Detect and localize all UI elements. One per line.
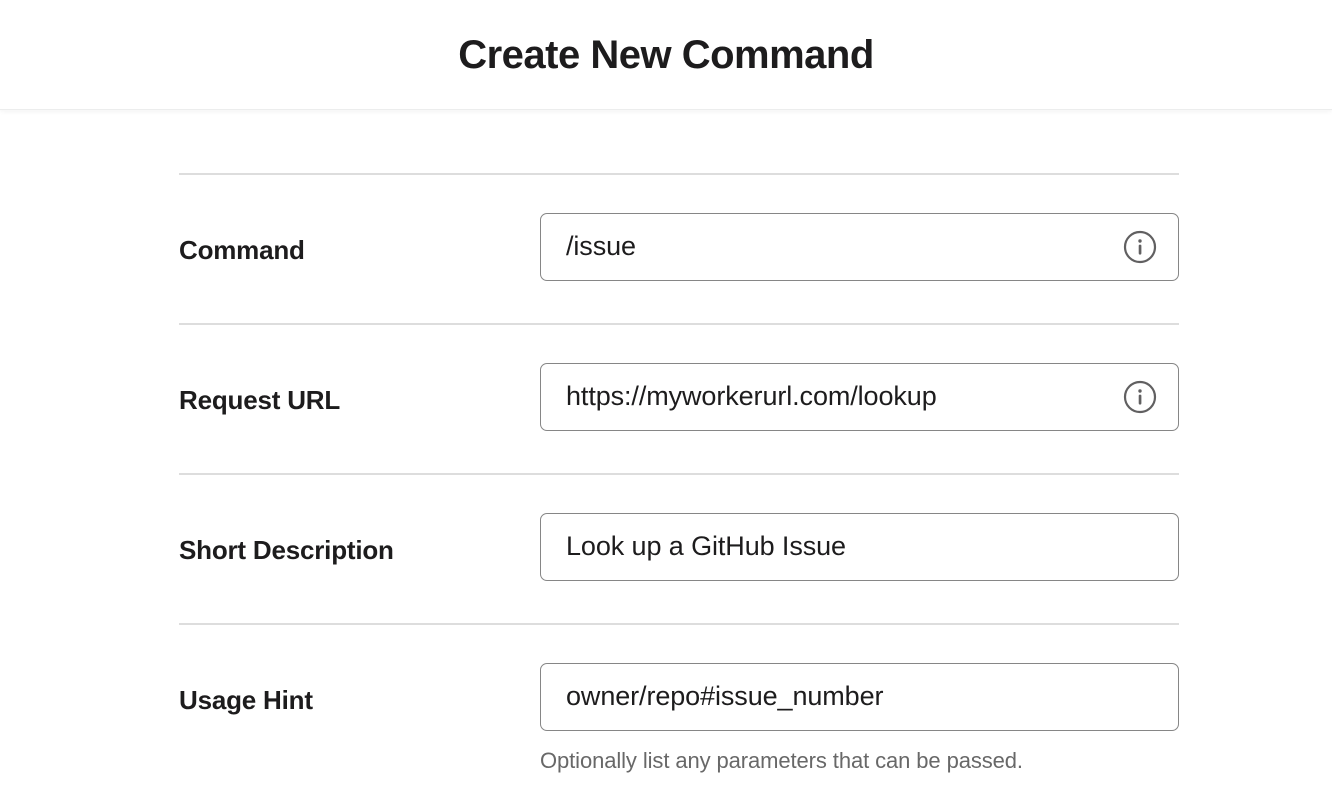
short-description-input-value[interactable]: Look up a GitHub Issue bbox=[566, 532, 846, 562]
field-row-request-url: Request URL https://myworkerurl.com/look… bbox=[179, 363, 1179, 431]
field-control-cell-short-description: Look up a GitHub Issue bbox=[540, 513, 1179, 581]
usage-hint-input-value[interactable]: owner/repo#issue_number bbox=[566, 682, 884, 712]
field-label-cell-request-url: Request URL bbox=[179, 363, 540, 416]
field-label-cell-command: Command bbox=[179, 213, 540, 266]
field-label-cell-short-description: Short Description bbox=[179, 513, 540, 566]
info-circle-icon[interactable] bbox=[1123, 230, 1157, 264]
command-input-value[interactable]: /issue bbox=[566, 232, 636, 262]
field-row-command: Command /issue bbox=[179, 213, 1179, 281]
request-url-input[interactable]: https://myworkerurl.com/lookup bbox=[540, 363, 1179, 431]
request-url-input-value[interactable]: https://myworkerurl.com/lookup bbox=[566, 382, 937, 412]
divider-after-command bbox=[179, 323, 1179, 325]
divider-after-request-url bbox=[179, 473, 1179, 475]
field-label-request-url: Request URL bbox=[179, 385, 341, 415]
field-label-cell-usage-hint: Usage Hint bbox=[179, 663, 540, 716]
usage-hint-input[interactable]: owner/repo#issue_number bbox=[540, 663, 1179, 731]
divider-top bbox=[179, 173, 1179, 175]
field-label-command: Command bbox=[179, 235, 305, 265]
modal-header: Create New Command bbox=[0, 0, 1332, 110]
divider-after-short-description bbox=[179, 623, 1179, 625]
modal-body: Command /issue bbox=[0, 110, 1332, 810]
field-control-cell-usage-hint: owner/repo#issue_number Optionally list … bbox=[540, 663, 1179, 774]
field-label-short-description: Short Description bbox=[179, 535, 394, 565]
field-control-cell-request-url: https://myworkerurl.com/lookup bbox=[540, 363, 1179, 431]
short-description-input[interactable]: Look up a GitHub Issue bbox=[540, 513, 1179, 581]
field-row-usage-hint: Usage Hint owner/repo#issue_number Optio… bbox=[179, 663, 1179, 774]
command-input[interactable]: /issue bbox=[540, 213, 1179, 281]
info-circle-icon[interactable] bbox=[1123, 380, 1157, 414]
command-form: Command /issue bbox=[179, 173, 1179, 774]
field-label-usage-hint: Usage Hint bbox=[179, 685, 313, 715]
page-title: Create New Command bbox=[458, 32, 874, 77]
usage-hint-helper-text: Optionally list any parameters that can … bbox=[540, 748, 1023, 773]
field-control-cell-command: /issue bbox=[540, 213, 1179, 281]
field-row-short-description: Short Description Look up a GitHub Issue bbox=[179, 513, 1179, 581]
